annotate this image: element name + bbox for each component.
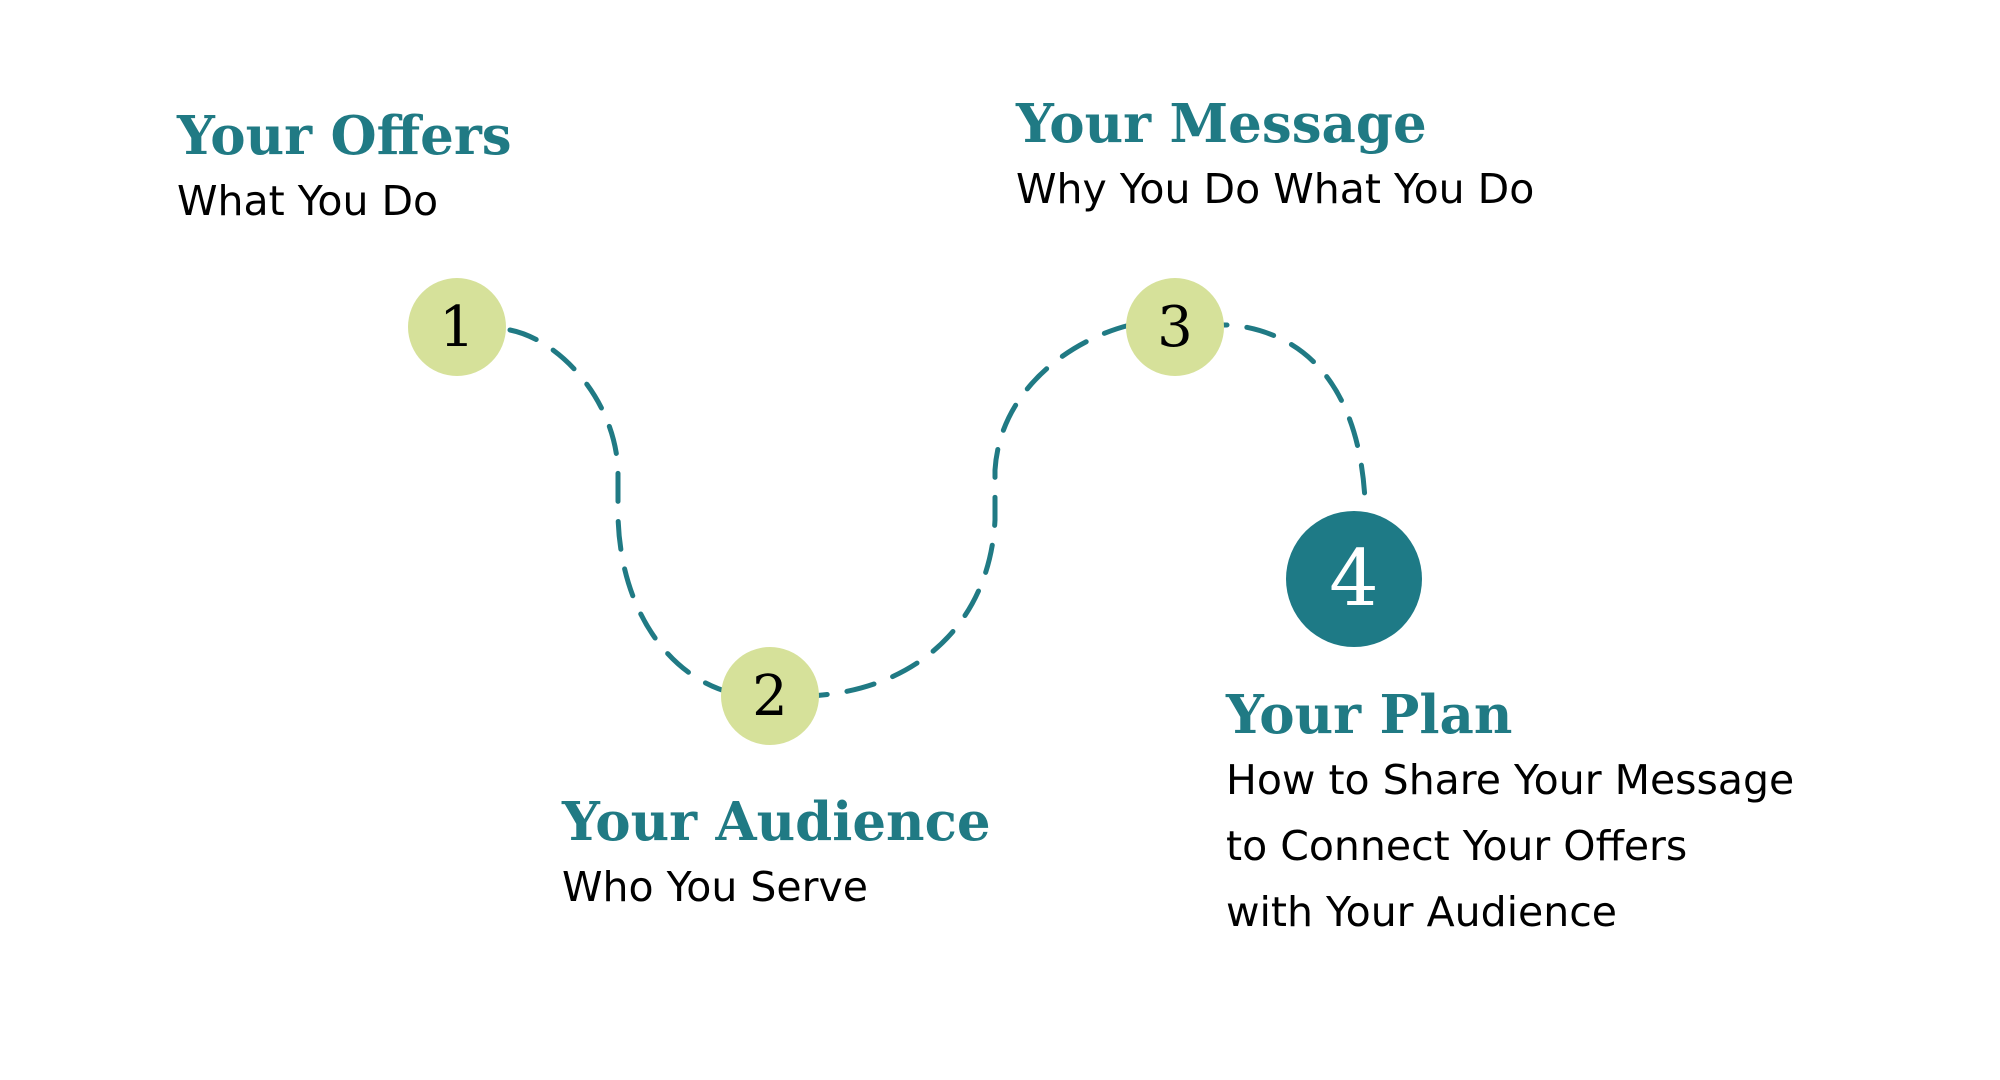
step-3-title: Your Message bbox=[1016, 93, 1427, 155]
step-4-marker: 4 bbox=[1286, 511, 1422, 647]
step-3-marker: 3 bbox=[1126, 278, 1224, 376]
step-2-marker: 2 bbox=[721, 647, 819, 745]
step-1-marker: 1 bbox=[408, 278, 506, 376]
step-3-subtitle: Why You Do What You Do bbox=[1016, 156, 1534, 222]
step-4-subtitle: How to Share Your Message to Connect You… bbox=[1226, 747, 1794, 945]
step-4-subtitle-line-2: to Connect Your Offers bbox=[1226, 822, 1688, 870]
step-2-block: Your Audience Who You Serve bbox=[562, 790, 991, 920]
step-2-title: Your Audience bbox=[562, 791, 991, 853]
dashed-curve bbox=[507, 322, 1368, 699]
step-1-block: Your Offers What You Do bbox=[177, 104, 512, 234]
step-3-subtitle-line-1: Why You Do What You Do bbox=[1016, 165, 1535, 213]
step-1-subtitle-line-1: What You Do bbox=[177, 177, 439, 225]
step-4-subtitle-line-1: How to Share Your Message bbox=[1226, 756, 1795, 804]
step-2-subtitle: Who You Serve bbox=[562, 854, 991, 920]
step-1-subtitle: What You Do bbox=[177, 168, 512, 234]
step-4-block: Your Plan How to Share Your Message to C… bbox=[1226, 683, 1794, 945]
step-2-subtitle-line-1: Who You Serve bbox=[562, 863, 868, 911]
step-1-title: Your Offers bbox=[177, 105, 512, 167]
step-4-subtitle-line-3: with Your Audience bbox=[1226, 888, 1618, 936]
step-3-block: Your Message Why You Do What You Do bbox=[1016, 92, 1534, 222]
step-4-title: Your Plan bbox=[1226, 684, 1513, 746]
